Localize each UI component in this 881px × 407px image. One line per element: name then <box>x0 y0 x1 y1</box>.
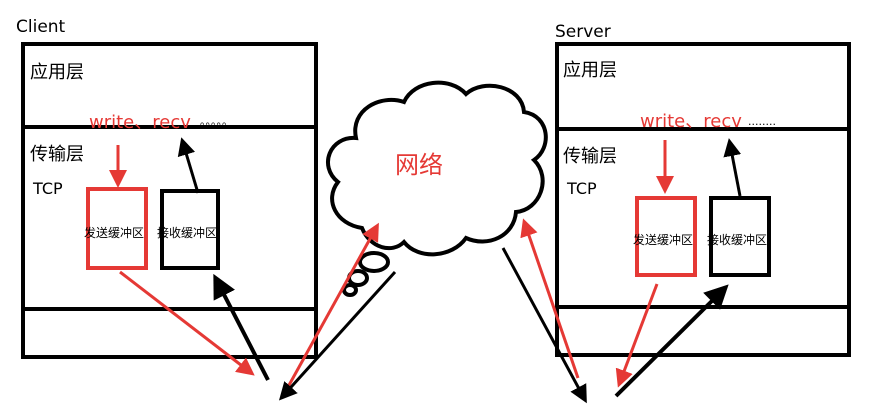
client-host: Client 应用层 write、recv 。。。。。 传输层 TCP 发送缓冲… <box>16 17 318 381</box>
cloud-bubble-small <box>342 283 358 297</box>
client-transport-layer-label: 传输层 <box>30 144 84 165</box>
client-calls-dots: 。。。。。 <box>200 115 233 128</box>
server-title: Server <box>555 22 611 42</box>
server-host: Server 应用层 write、recv ........ 传输层 TCP 发… <box>555 22 851 398</box>
network-cloud-shape <box>326 80 548 257</box>
server-send-buffer-label: 发送缓冲区 <box>633 232 693 247</box>
server-app-layer-label: 应用层 <box>563 60 617 81</box>
network-cloud: 网络 <box>326 80 548 297</box>
client-box <box>21 42 318 359</box>
client-title: Client <box>16 17 66 37</box>
cloud-bubble-large <box>358 251 390 273</box>
client-recv-buffer-label: 接收缓冲区 <box>157 225 217 240</box>
client-app-layer-label: 应用层 <box>30 62 84 83</box>
server-send-to-net-arrow <box>615 283 659 388</box>
client-send-to-net-arrow <box>119 270 255 376</box>
client-tcp-label: TCP <box>32 179 63 198</box>
server-netpoint-to-cloud-arrow <box>520 218 580 379</box>
cloud-to-server-netpoint-arrow <box>501 247 587 404</box>
server-transport-layer-label: 传输层 <box>563 146 617 167</box>
server-recv-arrow <box>723 138 742 197</box>
cloud-to-client-netpoint-arrow <box>278 270 397 401</box>
client-send-buffer-label: 发送缓冲区 <box>84 225 144 240</box>
client-netpoint-to-cloud-arrow <box>281 222 379 397</box>
network-label: 网络 <box>395 151 443 179</box>
client-net-to-recv-arrow <box>213 273 270 381</box>
server-send-buffer <box>635 196 697 277</box>
client-recv-arrow <box>177 137 200 194</box>
server-box <box>555 42 851 357</box>
server-recv-buffer-label: 接收缓冲区 <box>707 232 767 247</box>
server-recv-buffer <box>709 196 771 277</box>
server-calls-dots: ........ <box>748 115 776 128</box>
client-calls-label: write、recv <box>89 112 191 133</box>
server-net-to-recv-arrow <box>614 284 729 398</box>
client-recv-buffer <box>160 189 220 270</box>
server-calls-label: write、recv <box>640 111 742 132</box>
client-send-buffer <box>86 187 148 270</box>
server-tcp-label: TCP <box>566 179 597 198</box>
